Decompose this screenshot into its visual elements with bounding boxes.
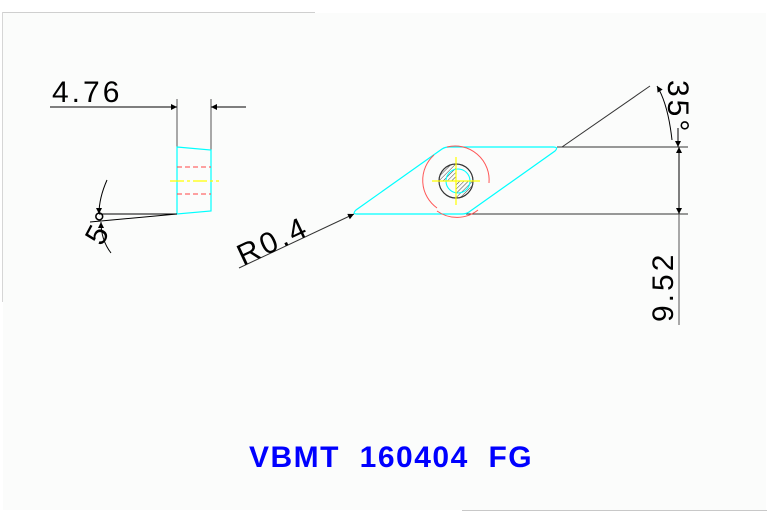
side-view: 4.76 5° xyxy=(50,76,246,254)
clearance-arc-left xyxy=(422,154,438,209)
top-view: 35° 9.52 R0.4 xyxy=(232,80,694,325)
sheet-border-left xyxy=(2,12,3,302)
insert-rhombus-outline xyxy=(353,146,558,215)
inscribed-circle-label: 9.52 xyxy=(647,252,680,322)
thickness-label: 4.76 xyxy=(52,76,122,109)
sheet-border-top xyxy=(3,12,315,13)
insert-designation-title: VBMT 160404 FG xyxy=(249,441,533,474)
drawing-sheet xyxy=(3,13,766,510)
corner-radius-label: R0.4 xyxy=(232,211,314,273)
inscribed-circle-dimension: 9.52 xyxy=(647,147,682,325)
clearance-arc-top xyxy=(446,145,490,184)
sheet-border-bottom xyxy=(462,510,767,511)
included-angle-dimension: 35° xyxy=(561,80,694,148)
included-angle-label: 35° xyxy=(661,80,694,134)
corner-radius-dimension: R0.4 xyxy=(232,211,355,273)
clearance-angle-dimension: 5° xyxy=(79,179,178,254)
thickness-dimension: 4.76 xyxy=(50,76,246,110)
mounting-hole xyxy=(432,157,480,205)
clearance-angle-label: 5° xyxy=(79,204,124,250)
insert-side-profile xyxy=(176,146,212,215)
clearance-arc-bottom xyxy=(436,209,479,218)
